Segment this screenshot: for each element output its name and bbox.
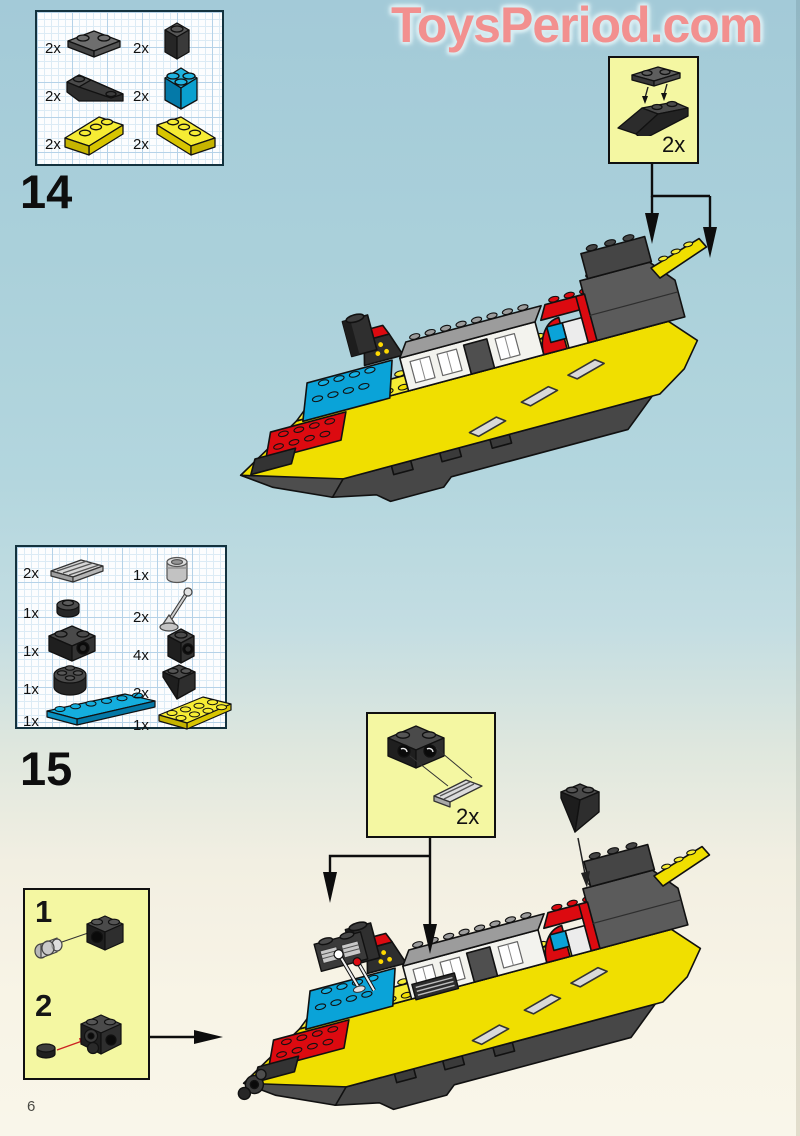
black-slope-brick-icon: [66, 74, 124, 102]
floating-slope-piece: [560, 783, 600, 833]
qty-label: 2x: [45, 136, 61, 153]
black-technic-brick-1x1-icon: [167, 628, 195, 664]
substep-2-number: 2: [35, 988, 53, 1023]
qty-label: 2x: [456, 804, 480, 829]
black-round-plate-icon: [56, 599, 80, 618]
blue-plate-1x6-icon: [46, 692, 156, 726]
qty-label: 1x: [133, 567, 149, 584]
step15-number: 15: [20, 742, 73, 795]
qty-label: 2x: [133, 88, 149, 105]
step15-boat-illustration: [215, 832, 750, 1122]
yellow-plate-2x4-icon: [158, 696, 232, 730]
dark-gray-plate-1x2-icon: [67, 30, 121, 58]
gray-grille-icon: [50, 559, 104, 583]
step14-parts-box: 2x 2x 2x: [35, 10, 224, 166]
substep-1-number: 1: [35, 894, 53, 929]
qty-label: 1x: [23, 681, 39, 698]
qty-label: 2x: [45, 88, 61, 105]
round-plate-onto-assembly-icon: [36, 1014, 122, 1059]
plate-onto-slope-icon: [617, 66, 689, 136]
page-number: 6: [27, 1098, 36, 1115]
qty-label: 2x: [133, 685, 149, 702]
qty-label: 1x: [23, 605, 39, 622]
black-technic-brick-1x2-icon: [48, 625, 96, 662]
qty-label: 2x: [662, 132, 686, 157]
qty-label: 1x: [23, 713, 39, 730]
gray-lever-icon: [159, 587, 193, 632]
black-inverted-slope-icon: [162, 664, 196, 700]
technic-brick-with-grille-icon: [387, 725, 483, 808]
qty-label: 4x: [133, 647, 149, 664]
yellow-wedge-right-icon: [156, 116, 216, 156]
qty-label: 2x: [133, 40, 149, 57]
blue-brick-2x2-icon: [164, 67, 198, 110]
pin-into-technic-brick-icon: [34, 915, 124, 959]
gray-barrel-icon: [166, 556, 188, 584]
step14-boat-illustration: [218, 226, 738, 511]
subassembly-box: 1 2: [23, 888, 150, 1080]
watermark: ToysPeriod.com: [391, 0, 763, 53]
step14-number: 14: [20, 165, 73, 218]
black-round-brick-2x2-icon: [53, 665, 87, 696]
step14-callout-box: 2x: [608, 56, 699, 164]
step15-callout-box: 2x: [366, 712, 496, 838]
qty-label: 1x: [23, 643, 39, 660]
qty-label: 2x: [133, 609, 149, 626]
qty-label: 2x: [45, 40, 61, 57]
step15-added-parts: [237, 931, 460, 1101]
qty-label: 2x: [133, 136, 149, 153]
qty-label: 2x: [23, 565, 39, 582]
step15-parts-box: 2x 1x 1x: [15, 545, 232, 734]
qty-label: 1x: [133, 717, 149, 734]
black-brick-1x1-icon: [164, 22, 190, 60]
yellow-wedge-left-icon: [64, 116, 124, 156]
